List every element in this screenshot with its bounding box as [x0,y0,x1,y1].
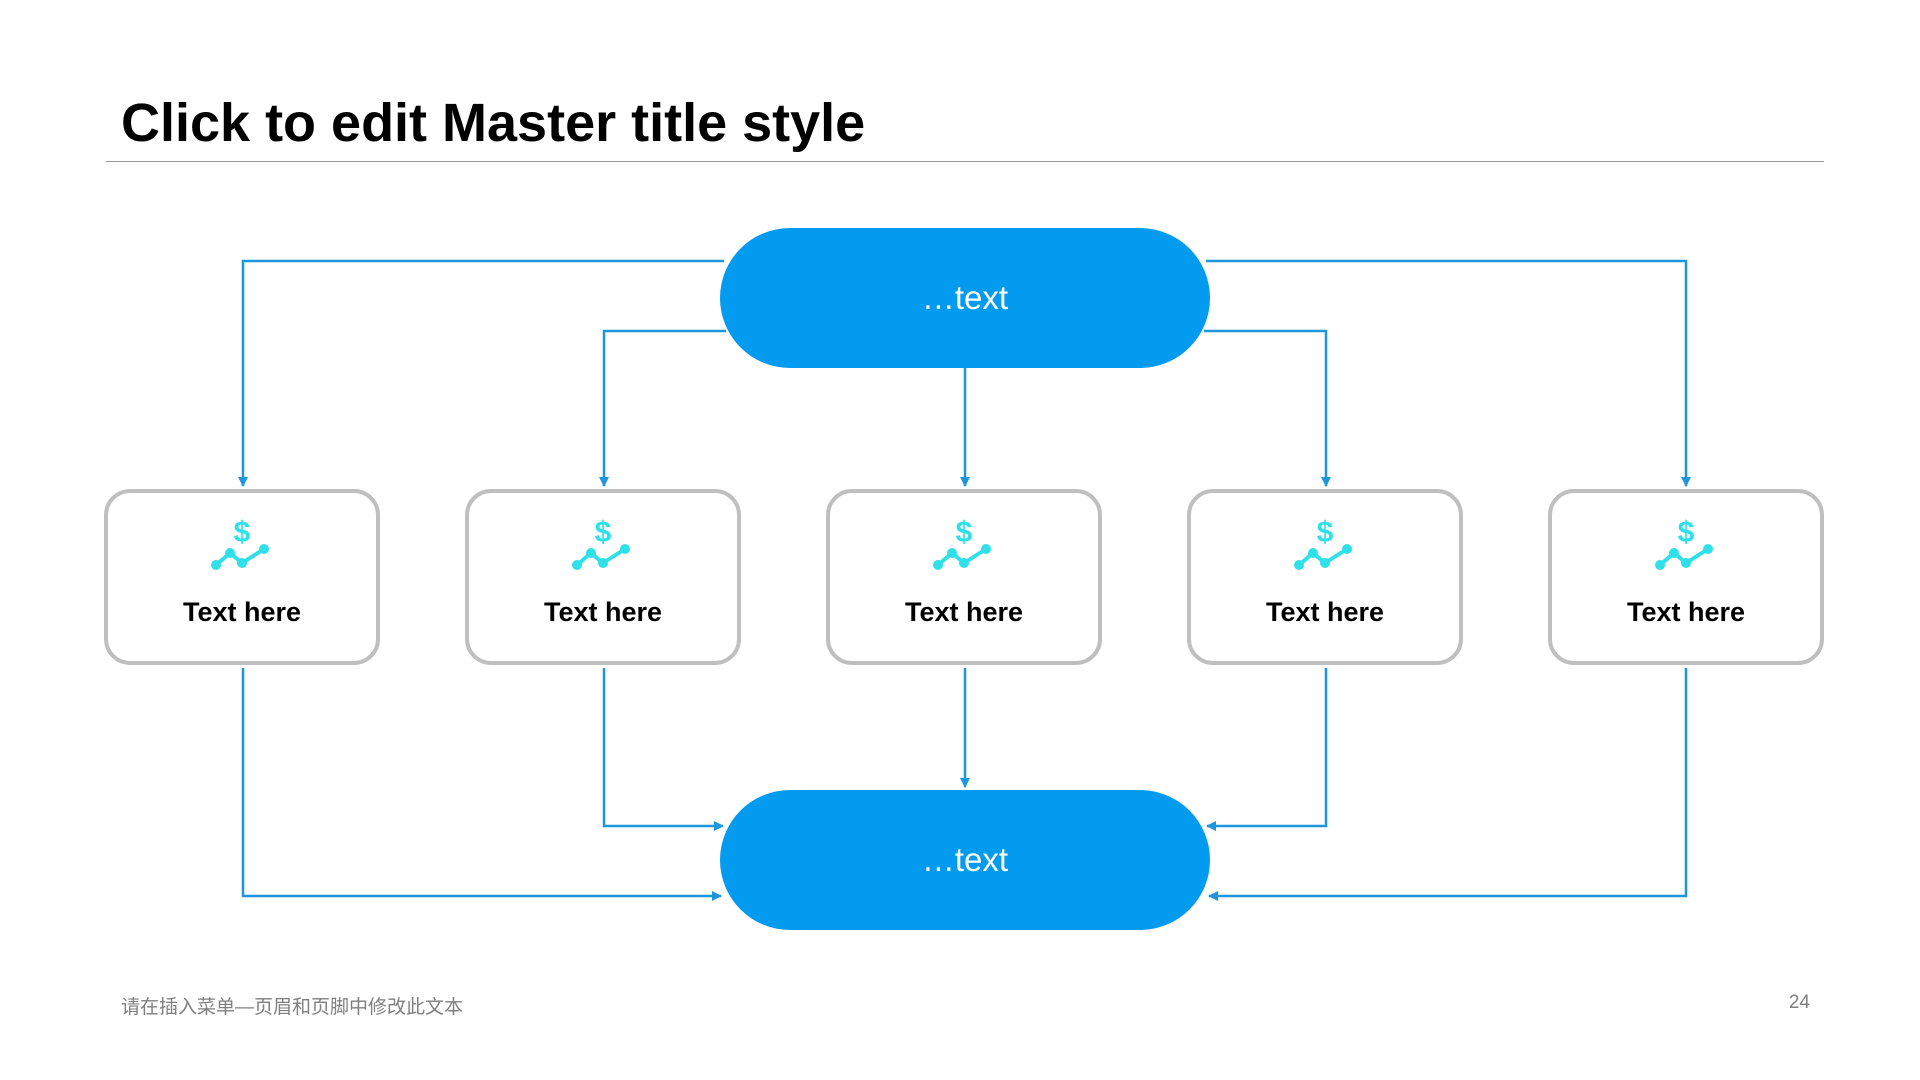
svg-text:$: $ [234,516,251,549]
step-box-1: $ Text here [104,489,380,665]
connector-step-4-to-bottom [1206,668,1328,831]
title-divider [106,161,1824,162]
dollar-trend-icon: $ [1655,516,1713,570]
dollar-trend-icon: $ [933,516,991,570]
svg-text:$: $ [1317,516,1334,549]
step-box-3: $ Text here [826,489,1102,665]
connector-step-5-to-bottom [1208,668,1688,901]
dollar-trend-icon: $ [572,516,630,570]
bottom-node: …text [720,790,1210,930]
bottom-node-label: …text [921,841,1009,878]
footer-text: 请在插入菜单—页眉和页脚中修改此文本 [121,997,464,1018]
step-label-2: Text here [543,597,663,627]
step-box-2: $ Text here [465,489,741,665]
connector-top-to-step-2 [599,329,726,487]
svg-text:$: $ [1678,516,1695,549]
connector-top-to-step-5 [1206,259,1691,487]
step-box-4: $ Text here [1187,489,1463,665]
connector-top-to-step-1 [238,259,724,487]
step-label-4: Text here [1265,597,1385,627]
dollar-trend-icon: $ [1294,516,1352,570]
slide-title: Click to edit Master title style [121,93,866,153]
dollar-trend-icon: $ [211,516,269,570]
top-node-label: …text [921,279,1009,316]
step-label-3: Text here [904,597,1024,627]
page-number: 24 [1788,992,1810,1013]
svg-text:$: $ [595,516,612,549]
connector-top-to-step-4 [1204,329,1331,487]
top-node: …text [720,228,1210,368]
step-label-5: Text here [1626,597,1746,627]
step-label-1: Text here [182,597,302,627]
svg-text:$: $ [956,516,973,549]
step-box-5: $ Text here [1548,489,1824,665]
connector-step-1-to-bottom [241,668,722,901]
connector-step-2-to-bottom [602,668,724,831]
